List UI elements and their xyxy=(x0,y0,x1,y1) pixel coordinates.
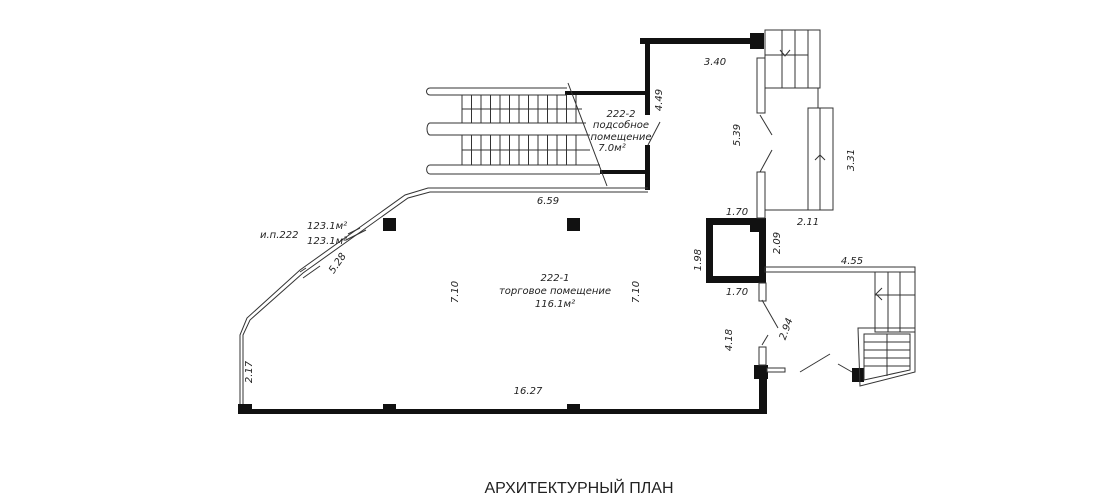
walls xyxy=(238,33,768,414)
unit-area-2: 123.1м² xyxy=(307,236,347,247)
plan-title: АРХИТЕКТУРНЫЙ ПЛАН xyxy=(484,478,673,494)
dim-door-diag: 2.94 xyxy=(778,317,796,342)
windows xyxy=(756,57,786,373)
dim-left-short: 2.17 xyxy=(244,360,255,383)
dim-landing-length: 4.55 xyxy=(841,256,863,267)
dim-shaft-top: 1.70 xyxy=(726,207,748,218)
dim-shaft-left: 1.98 xyxy=(693,249,704,271)
dim-right-lower: 4.18 xyxy=(724,329,735,351)
dim-stair-width: 2.11 xyxy=(797,217,819,228)
room-222-2-label: 222-2 подсобное помещение 7.0м² xyxy=(590,109,651,154)
room-222-1-label: 222-1 торговое помещение 116.1м² xyxy=(499,273,611,310)
dim-left-diag: 5.28 xyxy=(327,251,349,276)
room-area: 116.1м² xyxy=(535,299,575,310)
room-number: 222-1 xyxy=(540,273,569,284)
dim-shaft-right: 2.09 xyxy=(772,232,783,254)
dim-corridor-top: 3.40 xyxy=(704,57,726,68)
columns xyxy=(383,218,864,414)
room-number: 222-2 xyxy=(606,109,635,120)
dim-mid-right: 7.10 xyxy=(631,281,642,303)
dim-corridor-height: 5.39 xyxy=(732,124,743,146)
stairs-right xyxy=(764,29,916,387)
room-name: торговое помещение xyxy=(499,286,611,297)
dim-stair-height: 3.31 xyxy=(846,149,857,171)
room-name-line2: помещение xyxy=(590,132,651,143)
dim-bottom-main: 16.27 xyxy=(514,386,543,397)
dim-utility-height: 4.49 xyxy=(654,89,665,111)
facade-glazing xyxy=(239,187,648,404)
unit-label: и.п.222 xyxy=(260,230,298,241)
unit-area-1: 123.1м² xyxy=(307,221,347,232)
dim-mid-left: 7.10 xyxy=(450,281,461,303)
room-name-line1: подсобное xyxy=(593,119,649,131)
dim-shaft-bottom: 1.70 xyxy=(726,287,748,298)
room-area: 7.0м² xyxy=(598,143,625,154)
stairs-left xyxy=(426,87,600,175)
dim-top-main: 6.59 xyxy=(537,196,559,207)
